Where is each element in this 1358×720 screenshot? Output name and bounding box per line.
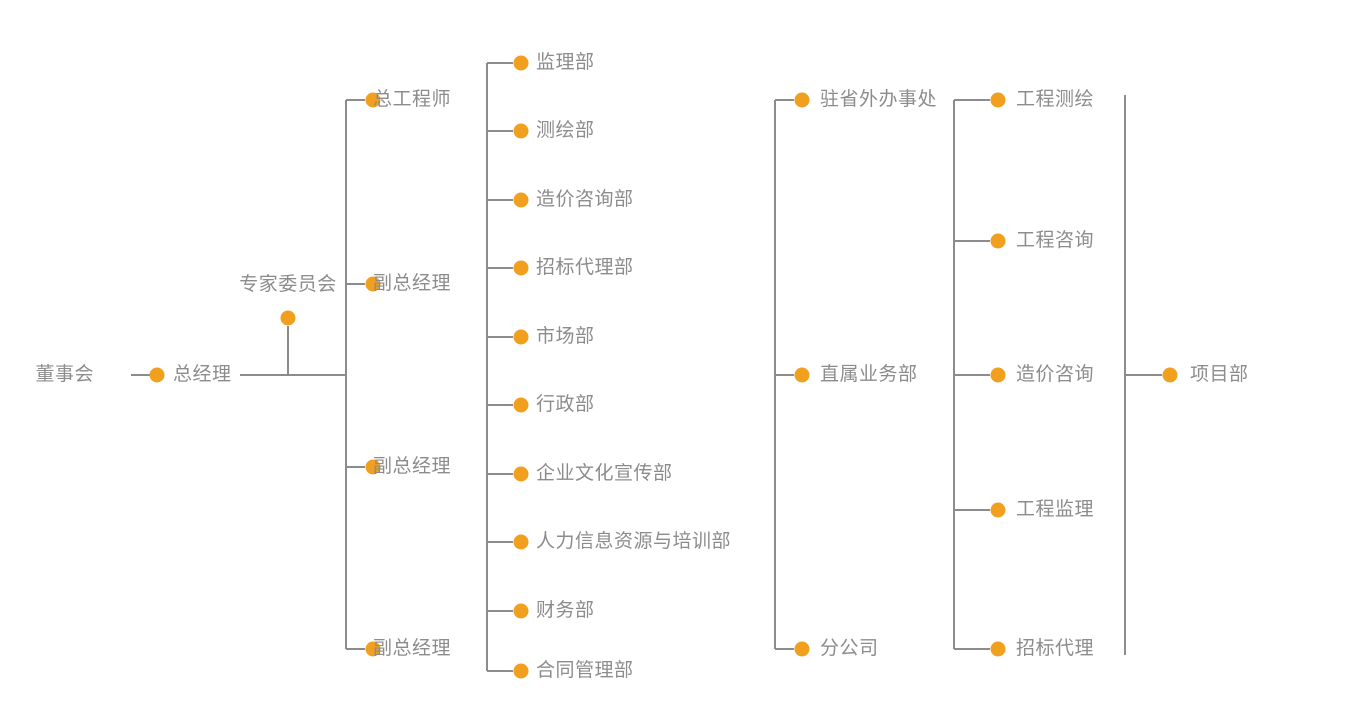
node-label-service-0: 工程测绘	[1016, 89, 1095, 110]
node-label-department-3: 招标代理部	[536, 257, 634, 278]
node-dot-department-6[interactable]	[513, 466, 529, 482]
node-dot-department-5[interactable]	[513, 397, 529, 413]
node-dot-business-unit-1[interactable]	[794, 367, 810, 383]
node-label-department-0: 监理部	[536, 52, 595, 73]
node-label-service-4: 招标代理	[1016, 638, 1095, 659]
node-label-business-unit-1: 直属业务部	[820, 364, 918, 385]
node-label-department-5: 行政部	[536, 394, 595, 415]
node-dot-service-3[interactable]	[990, 502, 1006, 518]
node-label-board: 董事会	[35, 364, 94, 385]
node-dot-department-1[interactable]	[513, 123, 529, 139]
node-dot-general-manager[interactable]	[149, 367, 165, 383]
node-label-department-6: 企业文化宣传部	[536, 463, 673, 484]
node-label-service-1: 工程咨询	[1016, 230, 1095, 251]
node-label-department-4: 市场部	[536, 326, 595, 347]
node-label-general-manager: 总经理	[173, 364, 232, 385]
node-dot-business-unit-2[interactable]	[794, 641, 810, 657]
node-dot-department-0[interactable]	[513, 55, 529, 71]
node-dot-department-7[interactable]	[513, 534, 529, 550]
node-dot-expert-committee[interactable]	[280, 310, 296, 326]
node-dot-business-unit-0[interactable]	[794, 92, 810, 108]
node-dot-executive-3[interactable]	[365, 641, 381, 657]
node-dot-executive-0[interactable]	[365, 92, 381, 108]
node-dot-department-4[interactable]	[513, 329, 529, 345]
node-label-executive-3: 副总经理	[373, 638, 452, 659]
node-label-department-9: 合同管理部	[536, 660, 634, 681]
node-label-expert-committee: 专家委员会	[239, 274, 337, 295]
node-label-department-7: 人力信息资源与培训部	[536, 531, 732, 552]
node-label-service-3: 工程监理	[1016, 499, 1095, 520]
node-dot-department-3[interactable]	[513, 260, 529, 276]
node-dot-executive-1[interactable]	[365, 276, 381, 292]
node-dot-service-4[interactable]	[990, 641, 1006, 657]
node-label-department-8: 财务部	[536, 600, 595, 621]
node-dot-service-2[interactable]	[990, 367, 1006, 383]
node-dot-project-0[interactable]	[1162, 367, 1178, 383]
node-dot-service-0[interactable]	[990, 92, 1006, 108]
node-label-executive-2: 副总经理	[373, 456, 452, 477]
node-label-department-1: 测绘部	[536, 120, 595, 141]
node-label-service-2: 造价咨询	[1016, 364, 1095, 385]
node-dot-department-2[interactable]	[513, 192, 529, 208]
node-dot-department-9[interactable]	[513, 663, 529, 679]
node-dot-executive-2[interactable]	[365, 459, 381, 475]
node-label-business-unit-0: 驻省外办事处	[820, 89, 938, 110]
node-label-business-unit-2: 分公司	[820, 638, 879, 659]
node-dot-service-1[interactable]	[990, 233, 1006, 249]
node-label-executive-0: 总工程师	[373, 89, 452, 110]
node-label-project-0: 项目部	[1190, 364, 1249, 385]
node-label-department-2: 造价咨询部	[536, 189, 634, 210]
node-dot-department-8[interactable]	[513, 603, 529, 619]
node-label-executive-1: 副总经理	[373, 273, 452, 294]
